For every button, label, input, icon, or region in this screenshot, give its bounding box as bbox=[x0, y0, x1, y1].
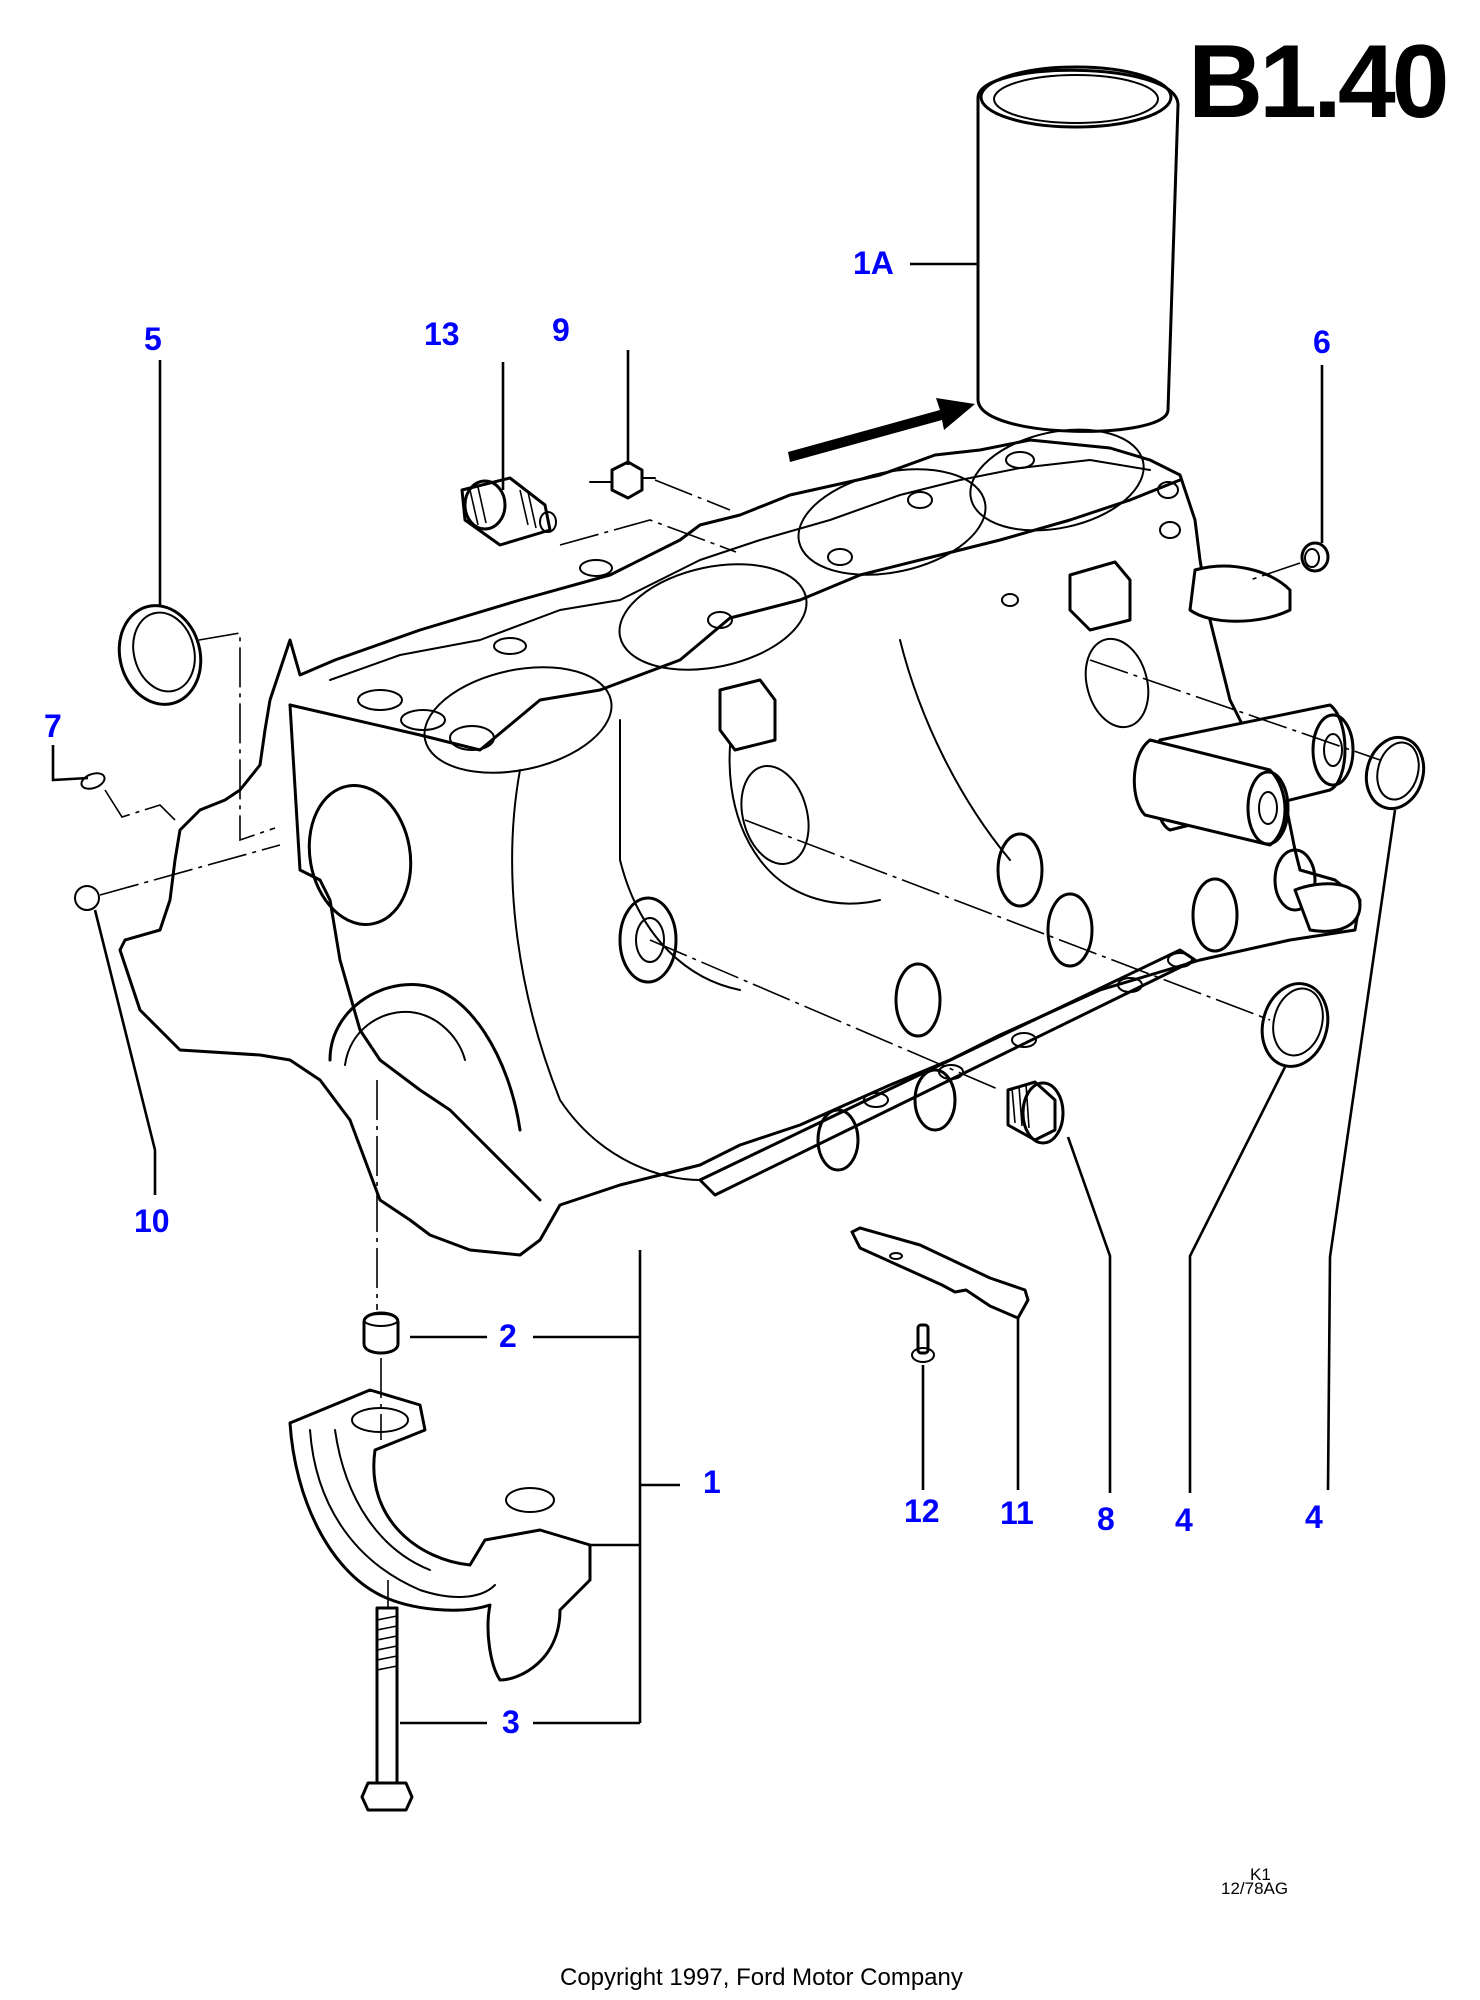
callout-8[interactable]: 8 bbox=[1097, 1501, 1115, 1537]
expansion-plug-small[interactable] bbox=[79, 770, 106, 791]
callout-3[interactable]: 3 bbox=[502, 1704, 520, 1740]
callout-12[interactable]: 12 bbox=[904, 1493, 940, 1529]
callout-11[interactable]: 11 bbox=[1000, 1495, 1034, 1531]
dowel[interactable] bbox=[362, 1311, 400, 1355]
drawing-ref-line1: K1 bbox=[1250, 1865, 1271, 1884]
callout-9[interactable]: 9 bbox=[552, 312, 570, 348]
oil-pressure-switch[interactable] bbox=[460, 476, 557, 547]
callout-6[interactable]: 6 bbox=[1313, 324, 1331, 360]
leader-lines bbox=[51, 262, 1397, 1725]
assembly-lines bbox=[99, 479, 1381, 1608]
bracket[interactable] bbox=[850, 1226, 1030, 1320]
cylinder-bore-4 bbox=[969, 428, 1145, 532]
callout-2[interactable]: 2 bbox=[499, 1318, 517, 1354]
drain-plug[interactable] bbox=[1006, 1080, 1065, 1145]
copyright-notice: Copyright 1997, Ford Motor Company bbox=[560, 1964, 963, 1991]
camshaft-seal-lower[interactable] bbox=[1253, 976, 1337, 1074]
callout-4-upper[interactable]: 4 bbox=[1305, 1499, 1323, 1535]
camshaft-bore-front bbox=[307, 784, 413, 926]
expansion-plug[interactable] bbox=[1300, 541, 1330, 573]
callout-13[interactable]: 13 bbox=[424, 316, 460, 352]
cylinder-bore-3 bbox=[797, 468, 987, 576]
cylinder-bore-1 bbox=[423, 666, 613, 774]
camshaft-seal-upper[interactable] bbox=[1359, 731, 1432, 815]
callout-5[interactable]: 5 bbox=[144, 321, 162, 357]
page-code-title: B1.40 bbox=[1188, 24, 1450, 140]
cylinder-bore-2 bbox=[618, 563, 808, 671]
callout-10[interactable]: 10 bbox=[134, 1203, 170, 1239]
engine-block[interactable] bbox=[118, 415, 1362, 1257]
assembly-arrow bbox=[788, 398, 975, 462]
rear-oil-seal[interactable] bbox=[108, 596, 211, 713]
screw[interactable] bbox=[911, 1323, 935, 1363]
bearing-cap-bolt[interactable] bbox=[360, 1606, 414, 1812]
main-bearing-cap[interactable] bbox=[288, 1388, 592, 1682]
drawing-ref-line2: 12/78AG bbox=[1221, 1879, 1289, 1898]
callout-4-lower[interactable]: 4 bbox=[1175, 1502, 1193, 1538]
cylinder-liner[interactable] bbox=[976, 65, 1180, 433]
callout-1[interactable]: 1 bbox=[703, 1464, 721, 1500]
stud-nut[interactable] bbox=[589, 460, 656, 500]
callout-7[interactable]: 7 bbox=[44, 708, 62, 744]
callout-1a[interactable]: 1A bbox=[853, 245, 894, 281]
ball-plug[interactable] bbox=[74, 885, 100, 911]
